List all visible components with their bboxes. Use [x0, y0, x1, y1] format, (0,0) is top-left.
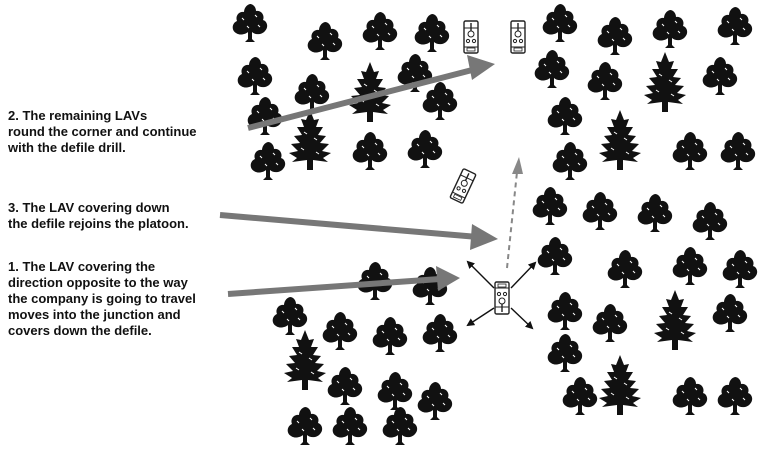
tree-icon	[288, 109, 332, 171]
step-3-arrow-head	[470, 224, 498, 250]
tree-icon	[283, 329, 327, 391]
tree-icon	[307, 21, 343, 61]
tree-icon	[720, 131, 756, 171]
tree-icon	[598, 354, 642, 416]
dashed-arrow-shaft	[506, 171, 518, 269]
tree-icon	[422, 81, 458, 121]
tree-icon	[717, 376, 753, 416]
movement-arrows	[219, 55, 523, 297]
tree-icon	[372, 316, 408, 356]
tree-icon	[652, 9, 688, 49]
tree-icon	[547, 333, 583, 373]
tree-icon	[562, 376, 598, 416]
tree-icon	[672, 246, 708, 286]
step-2-arrow-shaft	[247, 66, 477, 131]
tree-icon	[587, 61, 623, 101]
tree-icon	[722, 249, 758, 289]
forest-top-left	[232, 3, 458, 181]
coverage-arrow	[510, 261, 537, 289]
tree-icon	[552, 141, 588, 181]
tree-icon	[327, 366, 363, 406]
tree-icon	[414, 13, 450, 53]
coverage-arrows	[466, 260, 537, 330]
tree-icon	[597, 16, 633, 56]
forest-right	[532, 3, 758, 416]
coverage-arrow	[466, 307, 495, 327]
tree-icon	[717, 6, 753, 46]
lav-vehicle-icon	[510, 20, 526, 54]
tree-icon	[322, 311, 358, 351]
tree-icon	[607, 249, 643, 289]
tree-icon	[272, 296, 308, 336]
tree-icon	[672, 131, 708, 171]
tree-icon	[534, 49, 570, 89]
tree-icon	[637, 193, 673, 233]
tree-icon	[237, 56, 273, 96]
tree-icon	[537, 236, 573, 276]
coverage-arrow	[466, 260, 495, 289]
tree-icon	[542, 3, 578, 43]
step-3-label: 3. The LAV covering down the defile rejo…	[8, 200, 189, 231]
tree-icon	[332, 406, 368, 446]
tree-icon	[653, 289, 697, 351]
step-1-label: 1. The LAV covering the direction opposi…	[8, 259, 196, 338]
step-1-arrow-head	[436, 266, 460, 291]
tree-icon	[532, 186, 568, 226]
lav-vehicle-icon	[449, 167, 477, 205]
tree-icon	[407, 129, 443, 169]
lav-vehicle-icon	[494, 281, 510, 315]
tree-icon	[712, 293, 748, 333]
dashed-arrow-head	[512, 157, 523, 174]
tree-icon	[692, 201, 728, 241]
step-1-arrow-shaft	[227, 276, 441, 297]
tree-icon	[352, 131, 388, 171]
tree-icon	[287, 406, 323, 446]
tree-icon	[702, 56, 738, 96]
tree-icon	[582, 191, 618, 231]
step-2-arrow-head	[467, 55, 495, 80]
tree-icon	[250, 141, 286, 181]
tree-icon	[232, 3, 268, 43]
step-2-label: 2. The remaining LAVs round the corner a…	[8, 108, 197, 155]
tree-icon	[422, 313, 458, 353]
tree-icon	[377, 371, 413, 411]
tree-icon	[672, 376, 708, 416]
lav-vehicle-icon	[463, 20, 479, 54]
tree-icon	[417, 381, 453, 421]
tree-icon	[592, 303, 628, 343]
tree-icon	[547, 96, 583, 136]
coverage-arrow	[510, 307, 534, 330]
tree-icon	[547, 291, 583, 331]
tree-icon	[362, 11, 398, 51]
step-3-arrow-shaft	[219, 212, 479, 240]
tree-icon	[598, 109, 642, 171]
tree-icon	[382, 406, 418, 446]
tree-icon	[643, 51, 687, 113]
